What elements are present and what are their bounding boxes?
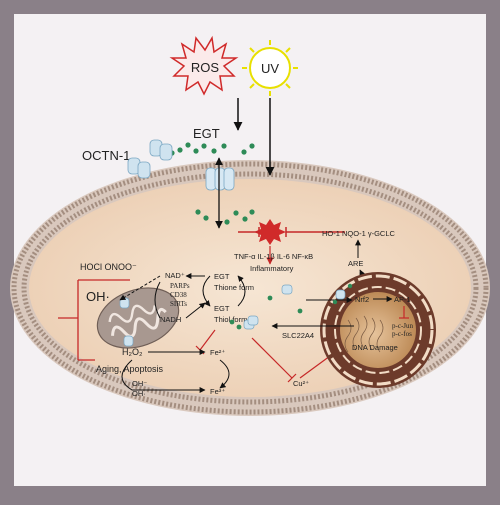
fe3-label: Fe³⁺ xyxy=(210,387,225,396)
oh-radical-bottom-label: OH· xyxy=(132,389,146,398)
fe2-to-fe3-arrow xyxy=(219,359,230,389)
uv-label: UV xyxy=(261,61,279,76)
uv-sun-icon xyxy=(242,40,298,96)
nucleus-icon xyxy=(320,272,436,388)
mito-transporter-icon xyxy=(119,297,134,347)
inflammatory-label: Inflammatory xyxy=(250,264,294,273)
membrane-lipid-heads-outer xyxy=(11,161,489,415)
pc-jun-label: p-c-Jun xyxy=(392,322,413,330)
cu2-label: Cu²⁺ xyxy=(293,379,309,388)
dna-icon xyxy=(344,315,384,353)
egt-thione-label: EGT xyxy=(214,272,230,281)
egt-molecules-inside xyxy=(195,209,255,225)
nad-to-mito-arrow xyxy=(119,275,161,301)
inhibit-bar-cu xyxy=(287,373,297,383)
ho1-label: HO-1 NQO-1 γ-GCLC xyxy=(322,229,396,238)
thiol-inhibits-cu xyxy=(251,337,293,379)
nad-cycle-arc xyxy=(154,281,161,319)
slc22a4-transporter-icon xyxy=(243,284,293,330)
nrf2-label: Nrf2 xyxy=(355,295,369,304)
egt-thiol-label: EGT xyxy=(214,304,230,313)
ros-label: ROS xyxy=(191,60,220,75)
octn1-label: OCTN-1 xyxy=(82,148,130,163)
thiol-to-thione-arrow xyxy=(237,275,246,307)
octn1-membrane-transporter xyxy=(205,167,235,191)
ros-star-intracellular-icon xyxy=(254,219,286,245)
transporter-icon xyxy=(127,139,173,179)
slc22a4-label: SLC22A4 xyxy=(282,331,314,340)
dna-damage-label: DNA Damage xyxy=(352,343,398,352)
sirt-label: SIRTs xyxy=(170,300,187,308)
thiol-inhibits-fe xyxy=(199,329,216,351)
cd38-label: CD38 xyxy=(170,291,187,299)
pc-fos-label: p-c-fos xyxy=(392,330,412,338)
nadh-to-thiol-arrow xyxy=(185,302,206,319)
nucleus-transporter-icon xyxy=(335,289,346,300)
aging-apoptosis-label: Aging, Apoptosis xyxy=(96,364,164,374)
hocl-label: HOCl ONOO⁻ xyxy=(80,262,137,272)
ap1-label: AP-1 xyxy=(394,295,411,304)
ros-burst-icon xyxy=(169,35,239,96)
mitochondrion-icon xyxy=(96,287,180,349)
egt-molecules-outside xyxy=(169,142,255,156)
fe2-label: Fe²⁺ xyxy=(210,348,225,357)
egt-molecules-thiol xyxy=(229,295,303,330)
are-label: ARE xyxy=(348,259,363,268)
oh-anion-label: OH⁻ xyxy=(132,379,147,388)
h2o2-label: H₂O₂ xyxy=(122,347,143,357)
cytokines-label: TNF-α IL-1β IL-6 NF-κB xyxy=(234,252,313,261)
h2o2-to-fe3-arrow xyxy=(121,359,206,393)
egt-top-label: EGT xyxy=(193,126,220,141)
thione-to-thiol-arrow xyxy=(202,275,211,307)
parp-label: PARPs xyxy=(170,282,190,290)
thiol-form-label: Thiol form xyxy=(214,315,247,324)
nadh-label: NADH xyxy=(160,315,181,324)
nad-plus-label: NAD⁺ xyxy=(165,271,185,280)
thione-form-label: Thione form xyxy=(214,283,254,292)
membrane-lipid-heads-inner xyxy=(21,171,479,405)
oh-radical-label: OH· xyxy=(86,289,110,304)
